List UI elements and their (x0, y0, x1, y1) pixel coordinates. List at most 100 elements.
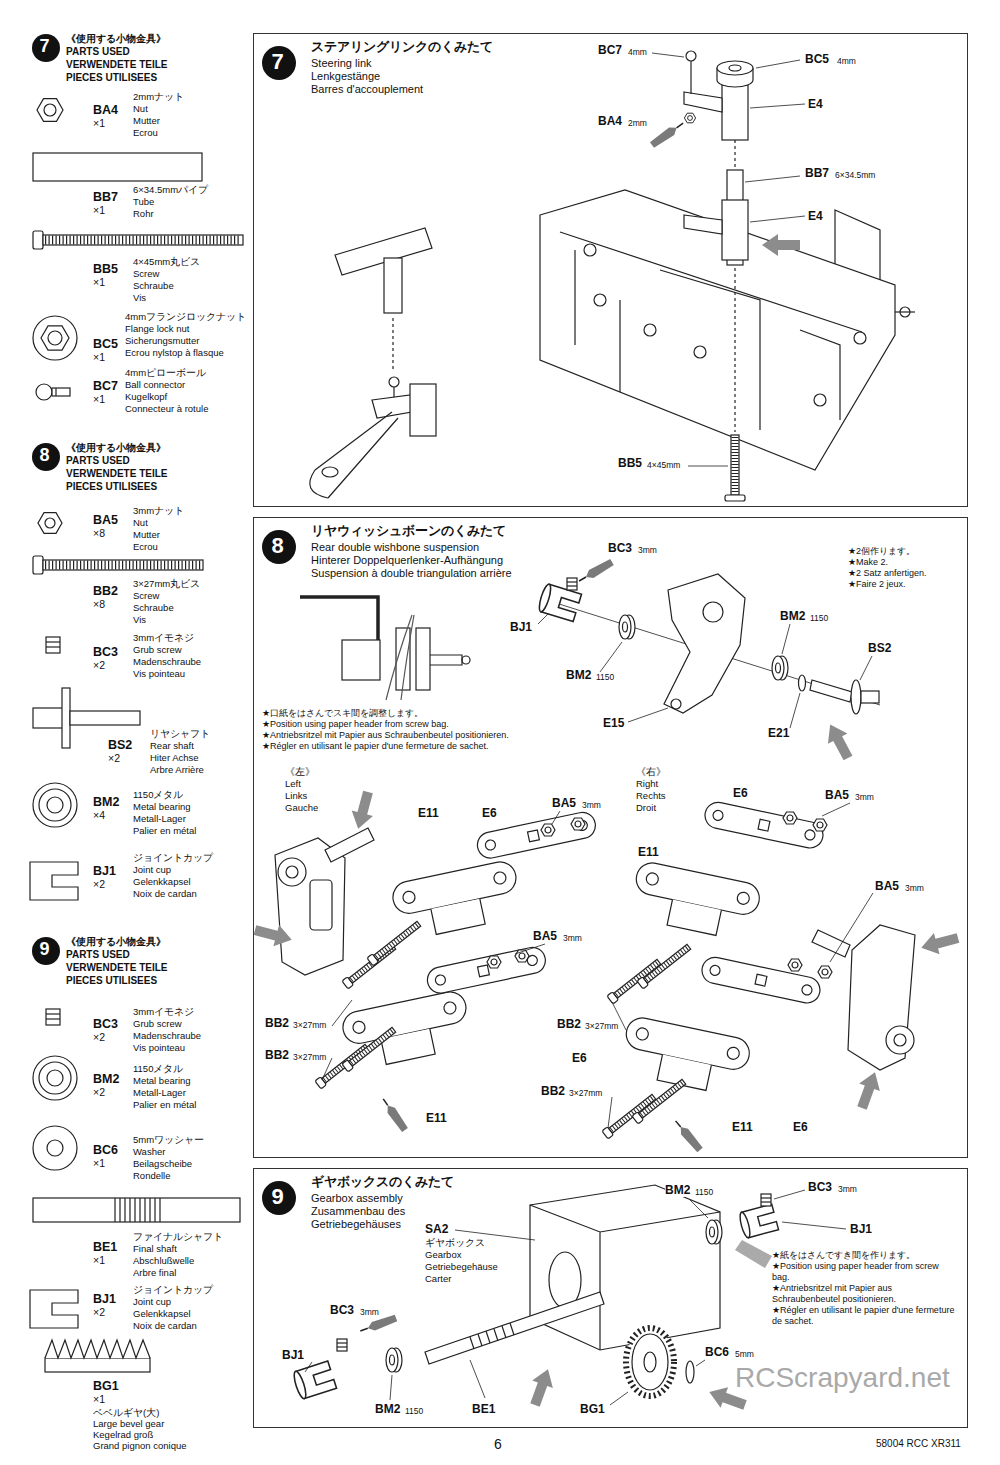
quantity: ×2 (93, 878, 105, 891)
size-label: 1150 (405, 1406, 423, 1416)
label-group: BE1 (472, 1402, 495, 1416)
quantity: ×2 (93, 1031, 105, 1044)
part-description: Kugelkopf (125, 391, 167, 403)
steering-assembly (560, 232, 862, 430)
label-group: ★2個作ります。★Make 2.★2 Satz anfertigen.★Fair… (848, 546, 963, 590)
left-wishbone-assembly (487, 956, 501, 968)
label-group: BM2 (665, 1183, 690, 1197)
part-description: Rear shaft (150, 740, 194, 752)
part-description: Arbre Arrière (150, 764, 204, 776)
label-group: 58004 RCC XR311 (876, 1438, 961, 1450)
step-title: Suspension à double triangulation arrièr… (311, 567, 512, 580)
left-wishbone-assembly (425, 945, 548, 995)
part-description: Arbre final (133, 1267, 176, 1279)
parts-used-heading: PARTS USED (66, 948, 130, 961)
part-code: BC3 (93, 645, 118, 659)
assembly-note: ★Antriebsritzel mit Papier aus Schrauben… (772, 1283, 957, 1305)
label-group: 5mm (735, 1349, 754, 1359)
steering-inset (310, 228, 436, 498)
gearbox-assembly (525, 1366, 559, 1409)
right-wishbone-assembly (709, 964, 721, 976)
label-group: BJ1 (850, 1222, 872, 1236)
size-label: 3mm (360, 1307, 379, 1317)
part-code: BB2 (93, 584, 118, 598)
quantity: ×8 (93, 527, 105, 540)
part-description: Ecrou (133, 541, 158, 553)
label-group: 4×45mm丸ビスScrewSchraubeVis (133, 256, 200, 304)
step-title: ステアリングリンクのくみたて (311, 40, 493, 55)
label-group: E6 (482, 806, 497, 820)
left-wishbone-assembly (475, 810, 598, 860)
callout-label: BB2 (265, 1016, 289, 1030)
steering-inset (410, 384, 436, 436)
step-title: Steering link (311, 57, 372, 70)
steering-inset (392, 318, 393, 372)
part-icon (62, 688, 70, 748)
rear-axle-exploded (810, 680, 852, 702)
label-group: BJ1×2 (93, 864, 116, 891)
part-description: ギヤボックス (425, 1237, 485, 1249)
callout-label: BJ1 (282, 1348, 304, 1362)
hub-inset (342, 640, 380, 680)
label-group: E4 (808, 97, 823, 111)
left-wishbone-assembly (286, 866, 298, 878)
size-label: 2mm (628, 118, 647, 128)
part-code: BG1 (93, 1379, 119, 1393)
leader-line (305, 1190, 846, 1405)
label-group: 1150 (810, 613, 828, 623)
steering-inset (384, 258, 402, 313)
callout-label: BM2 (566, 668, 591, 682)
gearbox-assembly (706, 1382, 749, 1416)
label-group: E11 (418, 806, 439, 820)
left-wishbone-assembly (367, 920, 422, 966)
label-group: BE1×1 (93, 1240, 117, 1267)
rear-axle-exploded (851, 680, 861, 714)
step-title: リヤウィッシュボーンのくみたて (311, 524, 506, 539)
part-icon (33, 316, 77, 360)
right-wishbone-assembly (645, 872, 659, 886)
rear-axle-exploded (537, 558, 880, 763)
label-group: BB2 (265, 1016, 289, 1030)
quantity: ×1 (93, 204, 105, 217)
part-icon (39, 1062, 71, 1094)
step-number: 9 (32, 937, 57, 962)
label-group: ジョイントカップJoint cupGelenkkapselNoix de car… (133, 852, 213, 900)
left-wishbone-assembly (475, 810, 598, 860)
part-description: Gelenkkapsel (133, 1308, 191, 1320)
part-icon (33, 153, 202, 181)
callout-label: BA5 (533, 929, 557, 943)
part-code: BM2 (93, 795, 119, 809)
callout-label: BB2 (265, 1048, 289, 1062)
gearbox-assembly (761, 1194, 771, 1206)
part-description: 1150メタル (133, 1063, 183, 1075)
model-code: 58004 RCC XR311 (876, 1438, 961, 1450)
part-icon (45, 236, 241, 245)
part-description: Final shaft (133, 1243, 177, 1255)
steering-assembly (814, 394, 826, 406)
right-wishbone-assembly (755, 974, 767, 986)
label-group: E6 (733, 786, 748, 800)
quantity: ×1 (93, 117, 105, 130)
label-group: 1150 (695, 1187, 713, 1197)
step-title: Rear double wishbone suspension (311, 541, 479, 554)
part-description: 6×34.5mmパイプ (133, 184, 208, 196)
label-group: E21 (768, 726, 789, 740)
step-title: Lenkgestänge (311, 70, 380, 83)
label-group: 4mmピローボールBall connectorKugelkopfConnecte… (125, 367, 208, 415)
rear-axle-exploded (703, 602, 723, 622)
right-wishbone-assembly (788, 959, 802, 971)
steering-assembly (686, 51, 696, 61)
gearbox-assembly (644, 1352, 656, 1372)
label-group: BC6 (705, 1345, 729, 1359)
part-icon (36, 384, 52, 400)
part-icon (33, 1056, 77, 1100)
rear-axle-exploded (671, 699, 681, 709)
part-description: Carter (425, 1273, 451, 1285)
part-description: Screw (133, 590, 159, 602)
callout-label: E4 (808, 97, 823, 111)
label-group: リヤシャフトRear shaftHiter AchseArbre Arrière (150, 728, 210, 776)
gearbox-assembly (738, 1204, 778, 1239)
part-description: Large bevel gear (93, 1418, 164, 1429)
part-description: Beilagscheibe (133, 1158, 192, 1170)
part-icon (46, 1009, 60, 1025)
